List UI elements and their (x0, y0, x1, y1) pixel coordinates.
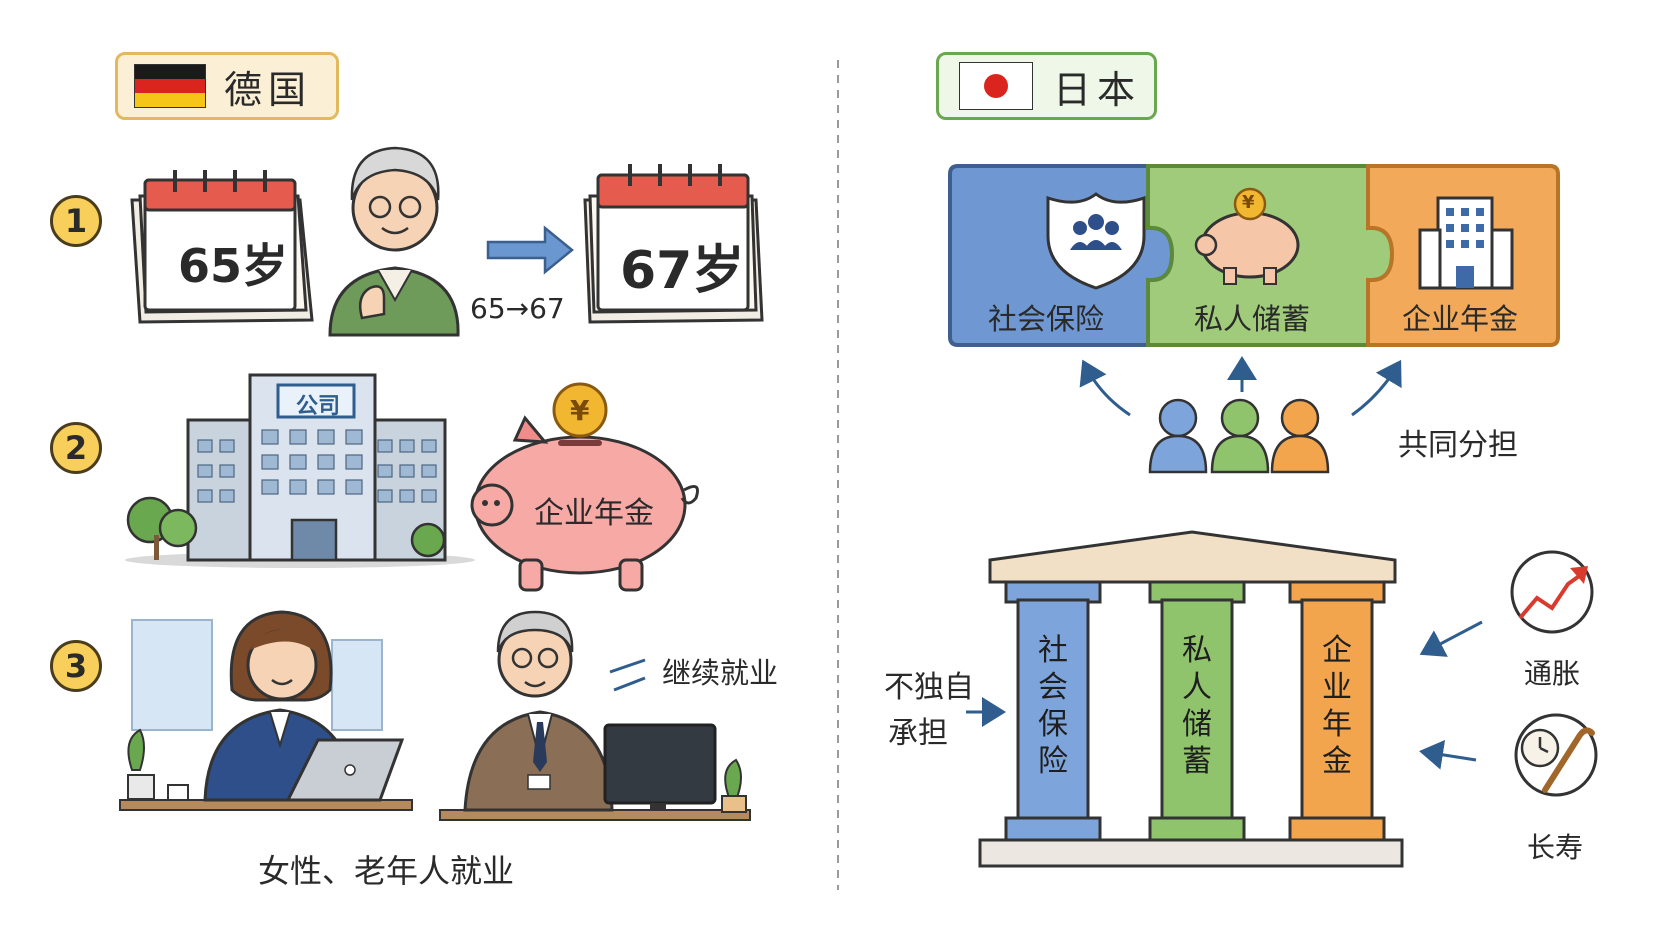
pillar-label-private-savings: 私人储蓄 (1182, 633, 1212, 779)
calendar-67-icon (583, 164, 764, 324)
puzzle-label-social-insurance: 社会保险 (988, 302, 1105, 336)
longevity-label: 长寿 (1527, 831, 1584, 864)
company-building-icon (125, 373, 475, 568)
step-1-badge: 1 (50, 195, 102, 247)
puzzle-coin-symbol: ¥ (1242, 192, 1255, 213)
piggy-corporate-pension-label: 企业年金 (534, 496, 654, 531)
not-alone-label-line1: 不独自 (884, 670, 974, 705)
inflation-chart-icon (1510, 550, 1594, 634)
japan-tag: 日本 (936, 52, 1157, 120)
share-arrows (1079, 356, 1402, 417)
calendar-65-label: 65岁 (178, 239, 289, 293)
age-change-label: 65→67 (470, 292, 565, 325)
germany-flag-icon (134, 64, 206, 108)
inflation-label: 通胀 (1524, 657, 1581, 690)
pillar-label-corporate-pension: 企业年金 (1322, 633, 1352, 779)
working-elderly-man-icon (439, 610, 751, 821)
employment-caption: 女性、老年人就业 (258, 852, 515, 890)
elderly-man-icon (328, 146, 460, 337)
germany-tag: 德国 (115, 52, 339, 120)
puzzle-label-private-savings: 私人储蓄 (1194, 302, 1311, 336)
three-people-icon (1148, 398, 1330, 474)
germany-title: 德国 (224, 67, 313, 112)
pension-temple (978, 530, 1404, 868)
not-alone-label-line2: 承担 (888, 716, 948, 751)
right-arrow-icon (486, 225, 574, 275)
company-sign-label: 公司 (296, 394, 341, 419)
small-piggy-icon (1194, 187, 1300, 285)
puzzle-block (948, 164, 1560, 347)
piggy-coin-symbol: ¥ (570, 394, 590, 427)
piggy-bank-icon (470, 382, 699, 592)
continue-work-label: 继续就业 (662, 656, 779, 690)
office-tower-icon (1418, 196, 1514, 290)
calendar-67-label: 67岁 (620, 241, 745, 301)
working-woman-icon (119, 610, 413, 811)
japan-flag-icon (959, 62, 1033, 110)
pressure-arrows (966, 620, 1483, 770)
clock-cane-icon (1514, 713, 1598, 797)
japan-title: 日本 (1053, 67, 1142, 112)
step-3-badge: 3 (50, 640, 102, 692)
step-2-badge: 2 (50, 422, 102, 474)
pillar-label-social-insurance: 社会保险 (1038, 633, 1068, 779)
calendar-65-icon (130, 170, 314, 324)
puzzle-label-corporate-pension: 企业年金 (1402, 302, 1519, 336)
shared-burden-label: 共同分担 (1398, 428, 1518, 463)
